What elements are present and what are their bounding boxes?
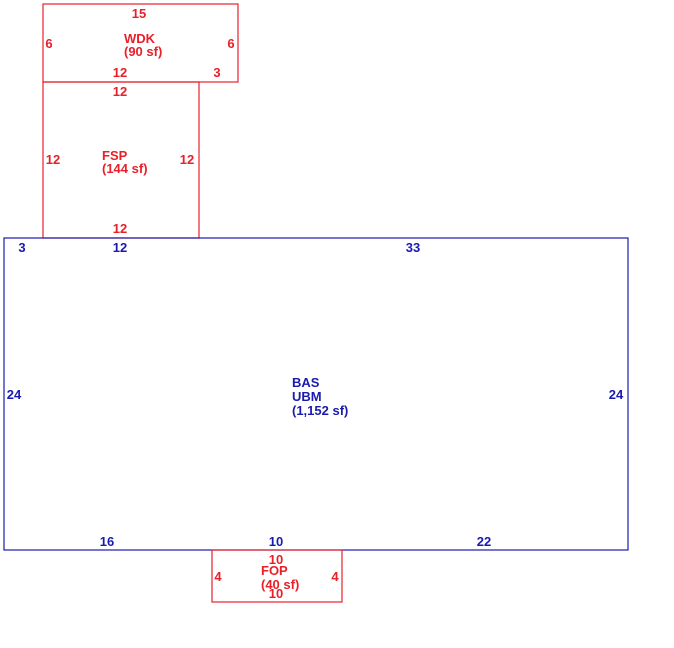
- bas-code2-label: UBM: [292, 389, 322, 404]
- fsp-dim-left: 12: [46, 152, 60, 167]
- fsp-area: 12 12 12 12 FSP (144 sf): [42, 81, 200, 239]
- fop-code-label: FOP: [261, 563, 288, 578]
- wdk-code-label: WDK: [124, 31, 156, 46]
- fsp-code-label: FSP: [102, 148, 128, 163]
- wdk-area-label: (90 sf): [124, 44, 162, 59]
- bas-dim-right: 24: [609, 387, 624, 402]
- bas-dim-top-a: 3: [18, 240, 25, 255]
- fop-area: 10 4 4 10 FOP (40 sf): [211, 549, 343, 603]
- bas-dim-bottom-a: 16: [100, 534, 114, 549]
- bas-dim-bottom-c: 22: [477, 534, 491, 549]
- wdk-dim-top: 15: [132, 6, 146, 21]
- bas-area-label: (1,152 sf): [292, 403, 348, 418]
- bas-dim-bottom-b: 10: [269, 534, 283, 549]
- fsp-dim-top: 12: [113, 84, 127, 99]
- bas-code-label: BAS: [292, 375, 320, 390]
- wdk-dim-left: 6: [45, 36, 52, 51]
- wdk-dim-bottom-b: 3: [213, 65, 220, 80]
- bas-dim-top-b: 12: [113, 240, 127, 255]
- bas-dim-left: 24: [7, 387, 22, 402]
- fsp-dim-bottom: 12: [113, 221, 127, 236]
- fsp-dim-right: 12: [180, 152, 194, 167]
- wdk-dim-bottom-a: 12: [113, 65, 127, 80]
- bas-dim-top-c: 33: [406, 240, 420, 255]
- fsp-area-label: (144 sf): [102, 161, 148, 176]
- wdk-dim-right: 6: [227, 36, 234, 51]
- fop-dim-top: 10: [269, 552, 283, 567]
- fop-area-label: (40 sf): [261, 577, 299, 592]
- wdk-area: 15 6 6 12 3 WDK (90 sf): [42, 3, 239, 83]
- fop-dim-bottom: 10: [269, 586, 283, 601]
- fop-dim-right: 4: [331, 569, 339, 584]
- bas-area: 3 12 33 24 24 16 10 22 BAS UBM (1,152 sf…: [3, 237, 629, 551]
- fop-dim-left: 4: [214, 569, 222, 584]
- fop-outline: [211, 549, 343, 603]
